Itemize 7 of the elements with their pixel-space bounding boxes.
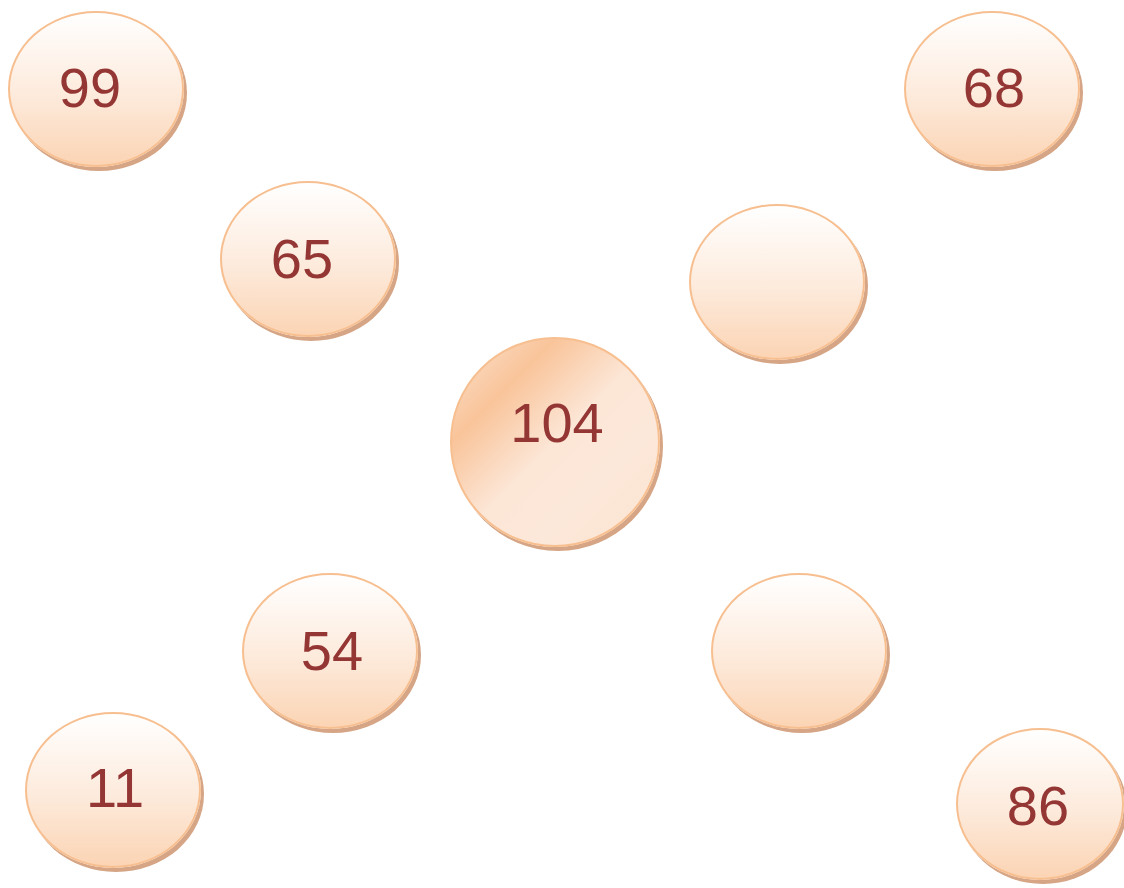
number-label: 54 <box>300 623 364 679</box>
number-label: 65 <box>270 231 334 287</box>
number-label: 11 <box>85 760 145 816</box>
number-label: 68 <box>962 60 1026 116</box>
number-label: 104 <box>510 395 604 451</box>
number-label: 99 <box>58 60 122 116</box>
number-label: 86 <box>1006 778 1070 834</box>
